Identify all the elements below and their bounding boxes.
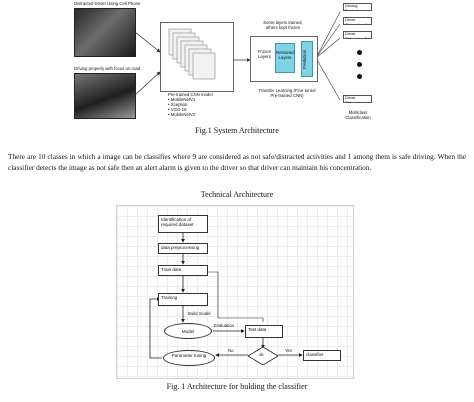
cnn-caption-line: • MobileNetV1 bbox=[168, 97, 196, 102]
focused-driver-photo bbox=[74, 73, 136, 119]
technical-architecture-title: Technical Architecture bbox=[200, 190, 274, 199]
ok-label: ok bbox=[259, 352, 264, 357]
photo-1-label: Distracted Driver Using Cell Phone bbox=[74, 1, 141, 6]
transfer-caption-line: Pre-trained CNN) bbox=[270, 93, 304, 98]
test-data-box: Test data bbox=[245, 325, 283, 338]
cnn-caption-line: • VGG-16 bbox=[168, 107, 187, 112]
ellipsis-dot bbox=[357, 74, 362, 79]
photo-2-label: Driving properly with focus on road bbox=[74, 66, 141, 71]
figure-caption: Fig.1 System Architecture bbox=[195, 126, 279, 135]
build-model-label: Build model bbox=[188, 311, 211, 316]
multiclass-caption-line: Classification bbox=[345, 115, 371, 120]
body-paragraph: There are 10 classes in which a image ca… bbox=[8, 152, 466, 172]
multiclass-caption-line: Multiclass bbox=[348, 110, 368, 115]
classifier-box: classifier bbox=[303, 350, 341, 361]
distracted-driver-photo bbox=[74, 8, 136, 57]
flowchart-frame bbox=[116, 205, 354, 379]
system-arrows bbox=[134, 11, 341, 101]
transfer-learning-box: Frozen Layers Retrained Layers Predictio… bbox=[250, 36, 318, 82]
parameter-tuning-node: Parameter tuning bbox=[163, 350, 215, 366]
cnn-caption-line: • MobileNetV2 bbox=[168, 112, 196, 117]
cnn-caption-line: • Xception bbox=[168, 102, 188, 107]
retrained-layers-label: Retrained Layers bbox=[275, 43, 295, 73]
training-box: Training bbox=[158, 293, 208, 306]
cnn-caption-line: Pre-trained CNN model bbox=[168, 92, 213, 97]
model-node: Model bbox=[164, 323, 212, 339]
multiclass-caption: Multiclass Classification bbox=[338, 110, 378, 120]
data-preprocessing-box: data preprocessing bbox=[158, 243, 208, 254]
train-data-box: Train data bbox=[158, 265, 208, 276]
figure-2-caption: Fig. 1 Architecture for bulding the clas… bbox=[166, 382, 308, 391]
stacked-layers-icon bbox=[168, 28, 216, 80]
layers-note: Some layers trained, others kept frozen bbox=[258, 20, 308, 30]
identification-box: Identification of required dataset bbox=[158, 215, 208, 233]
layers-note-line: Some layers trained, bbox=[263, 20, 303, 25]
transfer-caption-line: Transfer Learning (Fine-tuned bbox=[258, 88, 316, 93]
class-distraction-k: Driver Distraction k bbox=[343, 95, 372, 103]
layers-note-line: others kept frozen bbox=[265, 25, 301, 30]
evaluation-label: Evaluation bbox=[214, 323, 235, 328]
cnn-caption: Pre-trained CNN model • MobileNetV1 • Xc… bbox=[168, 92, 213, 117]
class-distraction-2: Driver Distraction 2 bbox=[343, 31, 372, 39]
cnn-model-box bbox=[160, 22, 234, 92]
class-distraction-1: Driver Distraction 1 bbox=[343, 17, 372, 25]
ellipsis-dot bbox=[357, 62, 362, 67]
yes-label: Yes bbox=[285, 348, 293, 353]
ellipsis-dot bbox=[357, 50, 362, 55]
transfer-caption: Transfer Learning (Fine-tuned Pre-traine… bbox=[252, 88, 322, 98]
frozen-layers-label: Frozen Layers bbox=[257, 49, 272, 59]
class-driving-properly: Driving Properly bbox=[343, 3, 372, 11]
ok-decision-diamond bbox=[248, 347, 278, 365]
no-label: No bbox=[228, 348, 234, 353]
